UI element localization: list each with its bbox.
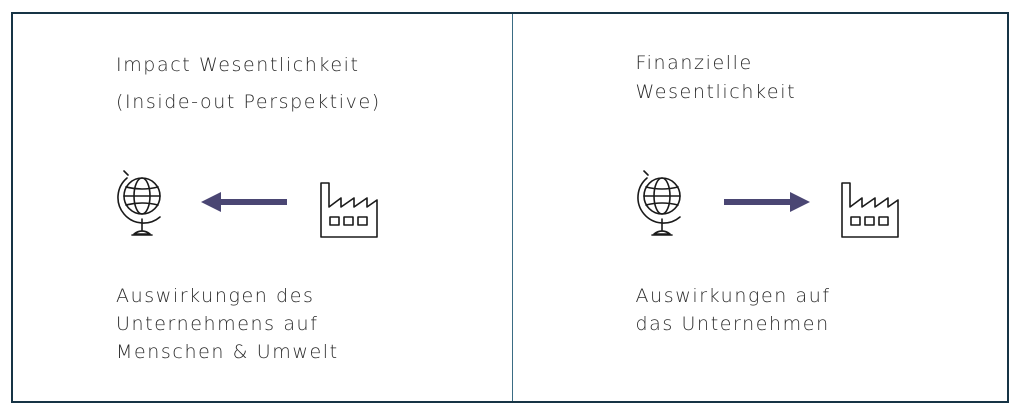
desc-line-1: Auswirkungen des xyxy=(116,285,315,307)
desc-line-2: Unternehmens auf xyxy=(116,313,319,335)
title-line-1: Finanzielle xyxy=(635,52,753,74)
impact-materiality-panel: Impact Wesentlichkeit (Inside-out Perspe… xyxy=(13,14,512,401)
title-line-2: Wesentlichkeit xyxy=(635,81,797,103)
panel-description: Auswirkungen auf das Unternehmen xyxy=(636,282,831,338)
icon-row xyxy=(513,162,1009,246)
financial-materiality-panel: Finanzielle Wesentlichkeit xyxy=(511,14,1009,401)
panel-description: Auswirkungen des Unternehmens auf Mensch… xyxy=(116,282,339,366)
globe-icon xyxy=(117,170,161,236)
panel-title: Impact Wesentlichkeit (Inside-out Perspe… xyxy=(116,47,381,121)
arrow-right-icon xyxy=(723,192,810,212)
desc-line-1: Auswirkungen auf xyxy=(635,285,831,307)
desc-line-3: Menschen & Umwelt xyxy=(116,341,339,363)
title-line-2: (Inside-out Perspektive) xyxy=(116,91,381,113)
globe-icon xyxy=(636,170,681,236)
title-line-1: Impact Wesentlichkeit xyxy=(116,54,360,76)
factory-icon xyxy=(320,182,378,238)
diagram-frame: Impact Wesentlichkeit (Inside-out Perspe… xyxy=(11,12,1009,403)
panel-title: Finanzielle Wesentlichkeit xyxy=(636,49,797,107)
icon-row xyxy=(13,162,513,246)
factory-icon xyxy=(840,182,899,238)
arrow-left-icon xyxy=(201,192,287,212)
desc-line-2: das Unternehmen xyxy=(635,313,830,335)
